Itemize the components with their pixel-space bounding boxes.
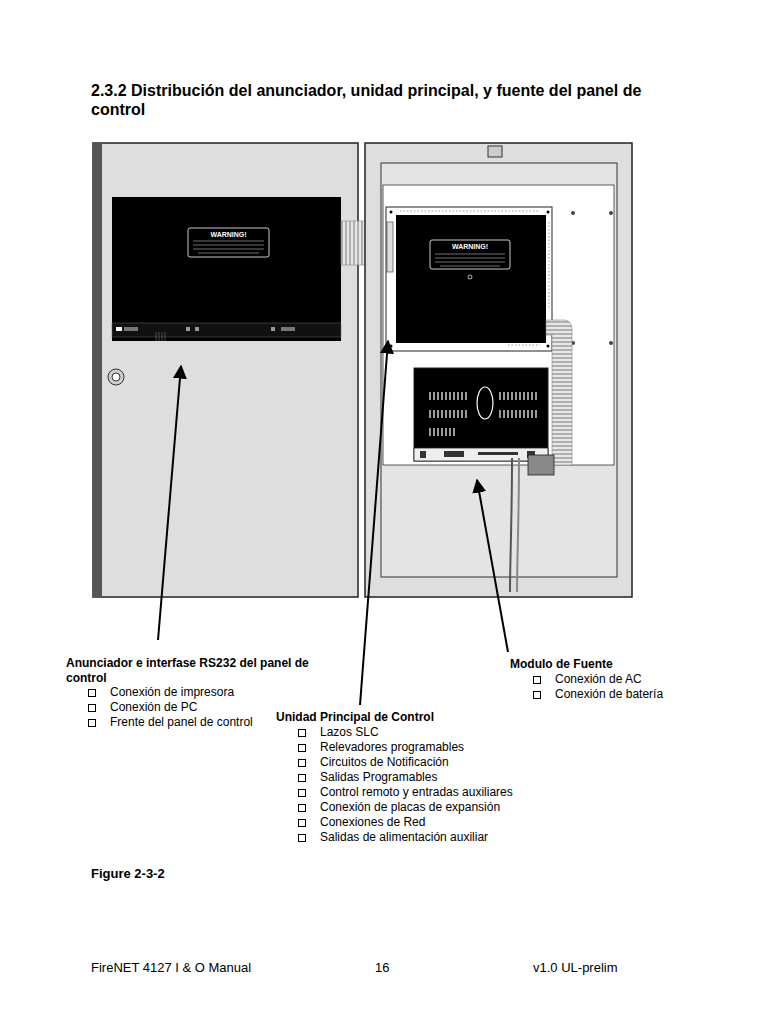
bullet-mark xyxy=(298,834,306,842)
bullet-mark xyxy=(298,729,306,737)
callout-item: Conexiones de Red xyxy=(320,815,425,830)
bullet-mark xyxy=(533,691,541,699)
bullet-mark xyxy=(88,689,96,697)
bullet-mark xyxy=(533,676,541,684)
bullet-mark xyxy=(298,759,306,767)
callout-item: Control remoto y entradas auxiliares xyxy=(320,785,513,800)
footer-text: FireNET 4127 I & O Manual xyxy=(91,960,251,975)
callout-heading: Anunciador e interfase RS232 del panel d… xyxy=(66,656,316,686)
bullet-mark xyxy=(88,704,96,712)
footer-text: v1.0 UL-prelim xyxy=(533,960,618,975)
callout-item: Frente del panel de control xyxy=(110,715,253,730)
page-title: 2.3.2 Distribución del anunciador, unida… xyxy=(91,81,691,119)
callout-item: Salidas de alimentación auxiliar xyxy=(320,830,488,845)
bullet-mark xyxy=(298,789,306,797)
bullet-mark xyxy=(298,819,306,827)
bullet-mark xyxy=(298,774,306,782)
figure-caption: Figure 2-3-2 xyxy=(91,866,165,881)
callout-item: Conexión de impresora xyxy=(110,685,234,700)
callout-item: Relevadores programables xyxy=(320,740,464,755)
warning-label: WARNING! xyxy=(430,243,510,251)
callout-item: Circuitos de Notificación xyxy=(320,755,449,770)
callout-item: Conexión de batería xyxy=(555,687,663,702)
callout-heading: Modulo de Fuente xyxy=(510,657,613,672)
callout-item: Lazos SLC xyxy=(320,725,379,740)
callout-item: Conexión de placas de expansión xyxy=(320,800,500,815)
bullet-mark xyxy=(88,719,96,727)
page-number: 16 xyxy=(375,960,389,975)
callout-item: Salidas Programables xyxy=(320,770,437,785)
callout-item: Conexión de AC xyxy=(555,672,642,687)
callout-item: Conexión de PC xyxy=(110,700,197,715)
callout-heading: Unidad Principal de Control xyxy=(276,710,434,725)
bullet-mark xyxy=(298,744,306,752)
bullet-mark xyxy=(298,804,306,812)
warning-label: WARNING! xyxy=(188,231,269,239)
